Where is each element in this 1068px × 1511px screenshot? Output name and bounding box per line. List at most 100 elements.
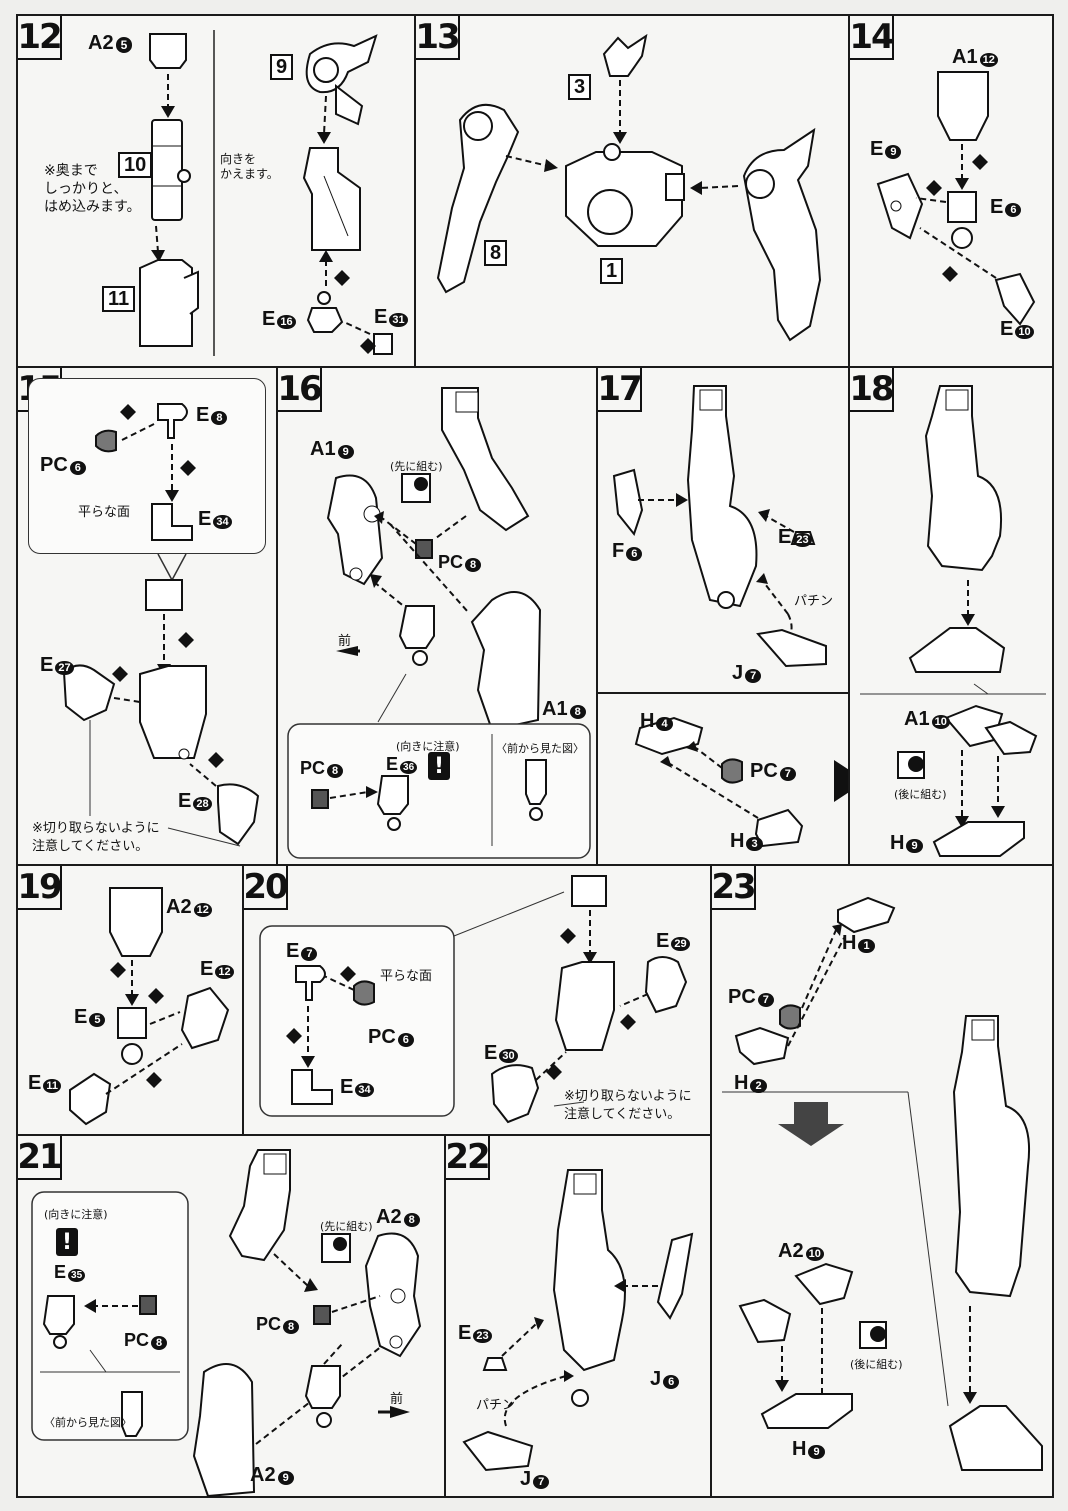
step-number: 12 <box>17 16 63 60</box>
step-19-illustration <box>69 887 230 1126</box>
step-number: 13 <box>415 16 461 60</box>
part-label-11: 11 <box>102 286 136 312</box>
note-flat-surface: 平らな面 <box>78 505 131 520</box>
label-front-view: 〈前から見た図〉 <box>44 1416 132 1429</box>
caution-icon: ! <box>428 752 450 780</box>
label-front: 前 <box>390 1392 404 1407</box>
step-20-illustration <box>259 875 688 1124</box>
label-snap: パチン <box>794 594 834 609</box>
step-15-panel: 15 E8 PC6 平らな面 E34 E27 E28 ※切り取らないように 注意… <box>16 366 278 866</box>
part-label-3: 3 <box>568 74 592 100</box>
part-label-8: 8 <box>484 240 508 266</box>
step-number: 22 <box>445 1136 491 1180</box>
step-13-panel: 13 3 8 1 <box>414 14 850 368</box>
step-14-illustration <box>876 71 1036 326</box>
note-build-first: (先に組む) <box>390 460 443 473</box>
step-21-illustration <box>31 1149 422 1498</box>
step-17-sub-illustration <box>634 716 804 848</box>
step-number: 19 <box>17 866 63 910</box>
step-17-illustration <box>612 385 827 668</box>
part-label-1: 1 <box>600 258 624 284</box>
part-label-9: 9 <box>270 54 294 80</box>
note-build-later: (後に組む) <box>894 788 947 801</box>
step-number: 14 <box>849 16 895 60</box>
part-label-10: 10 <box>118 152 153 178</box>
step-number: 16 <box>277 368 323 412</box>
note-build-first: (先に組む) <box>320 1220 373 1233</box>
step-16-illustration <box>287 387 591 859</box>
step-number: 23 <box>711 866 757 910</box>
step-number: 20 <box>243 866 289 910</box>
note-build-later: (後に組む) <box>850 1358 903 1371</box>
step-13-illustration <box>436 33 822 342</box>
step-18-illustration <box>860 385 1046 857</box>
label-front-view: 〈前から見た図〉 <box>496 742 584 755</box>
note-mind-direction: (向きに注意) <box>396 740 460 753</box>
step-12-illustration <box>139 30 393 356</box>
step-15-illustration <box>62 403 260 847</box>
step-23-illustration <box>722 896 1043 1471</box>
step-number: 18 <box>849 368 895 412</box>
note-change-direction: 向きを かえます。 <box>220 152 279 181</box>
note-do-not-cut: ※切り取らないように 注意してください。 <box>564 1089 692 1122</box>
step-number: 21 <box>17 1136 63 1180</box>
step-number: 17 <box>597 368 643 412</box>
note-flat-surface: 平らな面 <box>380 969 433 984</box>
label-snap: パチン <box>476 1398 516 1413</box>
